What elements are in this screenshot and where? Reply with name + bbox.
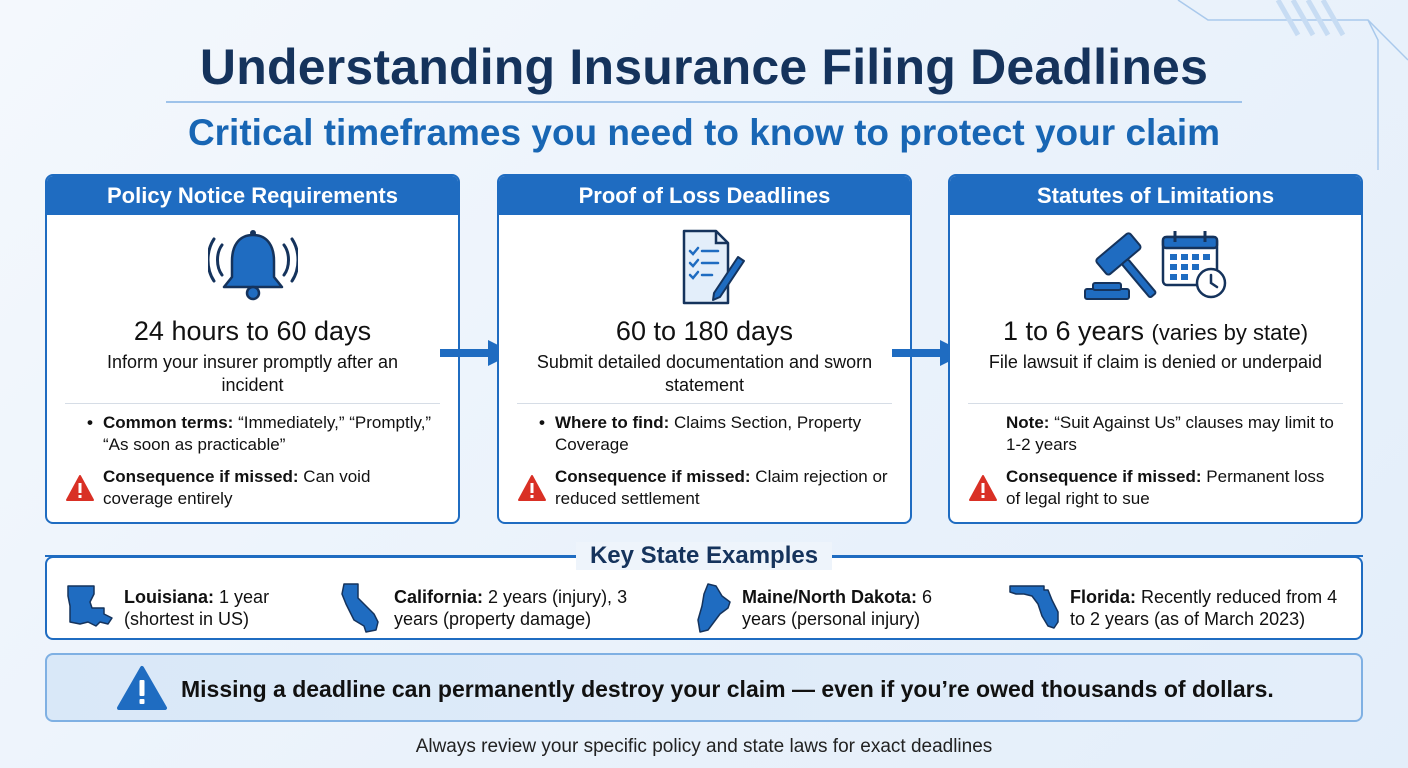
- state-name: Louisiana:: [124, 587, 215, 607]
- card-description: Submit detailed documentation and sworn …: [536, 352, 873, 395]
- state-detail: Recently reduced from 4 to 2 years (as o…: [1070, 587, 1338, 629]
- footer-note: Always review your specific policy and s…: [415, 736, 993, 757]
- state-item-maine-north-dakota: Maine/North Dakota: 6 years (personal in…: [694, 582, 964, 634]
- card-header: Statutes of Limitations: [950, 176, 1361, 215]
- state-detail: 6 years (personal injury): [742, 587, 933, 629]
- california-map-icon: [341, 583, 379, 633]
- card-consequence: Consequence if missed: Claim rejection o…: [555, 467, 888, 508]
- gavel-calendar-icon: [950, 226, 1361, 308]
- maine-map-icon: [697, 583, 731, 633]
- florida-map-icon: [1009, 585, 1059, 629]
- corner-decoration: [1177, 0, 1408, 170]
- card-divider: [65, 403, 440, 404]
- heading-rule-right: [832, 555, 1363, 557]
- warning-icon: [969, 475, 997, 501]
- document-checklist-icon: [499, 226, 910, 308]
- card-header: Proof of Loss Deadlines: [499, 176, 910, 215]
- card-proof-of-loss: Proof of Loss Deadlines 60 to 180 days S…: [497, 174, 912, 524]
- card-note: Where to find: Claims Section, Property …: [539, 412, 890, 456]
- state-name: Maine/North Dakota:: [742, 587, 918, 607]
- louisiana-map-icon: [67, 585, 113, 627]
- state-item-florida: Florida: Recently reduced from 4 to 2 ye…: [1008, 582, 1353, 630]
- title-divider: [166, 101, 1242, 103]
- alert-banner: [45, 653, 1363, 722]
- card-header: Policy Notice Requirements: [47, 176, 458, 215]
- state-examples-heading: Key State Examples: [0, 542, 1408, 570]
- card-note: Note: “Suit Against Us” clauses may limi…: [1006, 413, 1334, 454]
- warning-icon: [66, 475, 94, 501]
- card-divider: [517, 403, 892, 404]
- state-detail: 1 year (shortest in US): [124, 587, 270, 629]
- page-subtitle: Critical timeframes you need to know to …: [187, 112, 1221, 153]
- state-detail: 2 years (injury), 3 years (property dama…: [394, 587, 628, 629]
- card-consequence: Consequence if missed: Can void coverage…: [103, 467, 371, 508]
- alert-message: Missing a deadline can permanently destr…: [181, 676, 1274, 702]
- card-period: 1 to 6 years (varies by state): [1002, 316, 1309, 346]
- card-statutes-of-limitations: Statutes of Limitations 1 to 6 years (va…: [948, 174, 1363, 524]
- card-description: File lawsuit if claim is denied or under…: [988, 352, 1323, 372]
- card-period: 24 hours to 60 days: [133, 316, 372, 346]
- card-note: Common terms: “Immediately,” “Promptly,”…: [87, 412, 438, 456]
- card-period: 60 to 180 days: [615, 316, 794, 346]
- card-consequence: Consequence if missed: Permanent loss of…: [1006, 467, 1325, 508]
- card-description: Inform your insurer promptly after an in…: [106, 352, 399, 395]
- heading-rule-left: [45, 555, 576, 557]
- card-divider: [968, 403, 1343, 404]
- state-name: Florida:: [1070, 587, 1136, 607]
- warning-icon: [518, 475, 546, 501]
- card-policy-notice: Policy Notice Requirements 24 hours to 6…: [45, 174, 460, 524]
- state-name: California:: [394, 587, 484, 607]
- bell-icon: [47, 226, 458, 308]
- state-item-california: California: 2 years (injury), 3 years (p…: [340, 582, 640, 634]
- page-title: Understanding Insurance Filing Deadlines: [199, 39, 1209, 95]
- state-item-louisiana: Louisiana: 1 year (shortest in US): [64, 582, 324, 630]
- warning-icon: [117, 666, 167, 710]
